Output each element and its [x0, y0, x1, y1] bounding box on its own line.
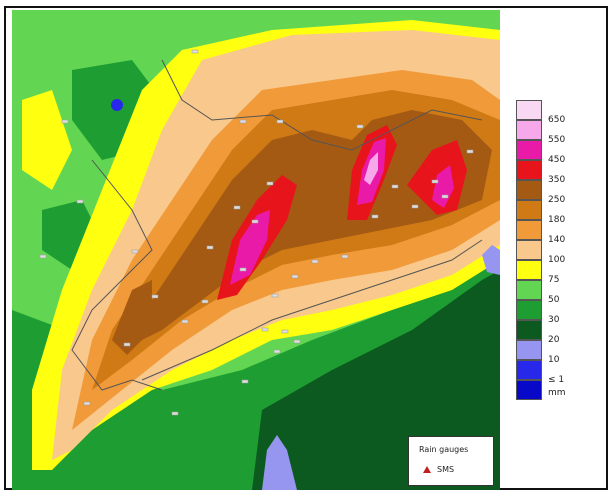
legend-label: 50: [548, 295, 560, 305]
legend-label: 250: [548, 195, 566, 205]
zone-10mm-east: [482, 245, 500, 275]
rain-gauge-markers: [39, 49, 474, 416]
legend-swatch: [516, 160, 542, 180]
admin-boundary-west: [71, 159, 163, 391]
legend-label: 350: [548, 175, 566, 185]
gauge-legend-title: Rain gauges: [419, 445, 469, 454]
legend-swatch: [516, 260, 542, 280]
legend-swatch: [516, 380, 542, 400]
legend-swatch: [516, 220, 542, 240]
zone-250mm-west: [112, 280, 152, 355]
legend-label: 20: [548, 335, 560, 345]
admin-boundary: [161, 59, 483, 151]
legend-label: 30: [548, 315, 560, 325]
legend-swatch: [516, 280, 542, 300]
gauge-legend-item: SMS: [423, 465, 454, 474]
zone-450mm-east: [432, 165, 454, 208]
legend-label: 140: [548, 235, 566, 245]
legend-swatch: [516, 300, 542, 320]
legend-label: 180: [548, 215, 566, 225]
zone-250mm: [122, 110, 492, 350]
legend-swatch: [516, 180, 542, 200]
legend-label: 75: [548, 275, 560, 285]
legend-label: 650: [548, 115, 566, 125]
zone-darkgreen-south: [252, 270, 500, 490]
legend-label: 550: [548, 135, 566, 145]
legend-label: ≤ 1: [548, 375, 565, 385]
legend-label: 450: [548, 155, 566, 165]
rainfall-map: [12, 10, 500, 490]
legend-swatch: [516, 140, 542, 160]
legend-swatch: [516, 320, 542, 340]
admin-boundary-south: [141, 239, 483, 381]
zone-lowest-nw: [111, 99, 123, 111]
legend-swatch: [516, 340, 542, 360]
zone-550mm: [364, 152, 378, 185]
legend-swatch: [516, 100, 542, 120]
gauge-legend-item-label: SMS: [437, 465, 455, 474]
legend-label: 100: [548, 255, 566, 265]
legend-swatch: [516, 120, 542, 140]
zone-75mm-west: [22, 90, 72, 190]
legend-swatch: [516, 240, 542, 260]
legend-swatch: [516, 360, 542, 380]
legend-unit: mm: [548, 388, 566, 398]
gauge-legend-box: Rain gauges SMS: [408, 436, 494, 486]
zone-450mm-west: [230, 210, 270, 285]
legend-swatch: [516, 200, 542, 220]
rainfall-legend: 650 550 450 350 250 180 140 100 75 50 30 20 10 ≤ 1 mm: [516, 100, 576, 412]
zone-10mm-south: [262, 435, 297, 490]
triangle-icon: [423, 466, 431, 473]
legend-label: 10: [548, 355, 560, 365]
